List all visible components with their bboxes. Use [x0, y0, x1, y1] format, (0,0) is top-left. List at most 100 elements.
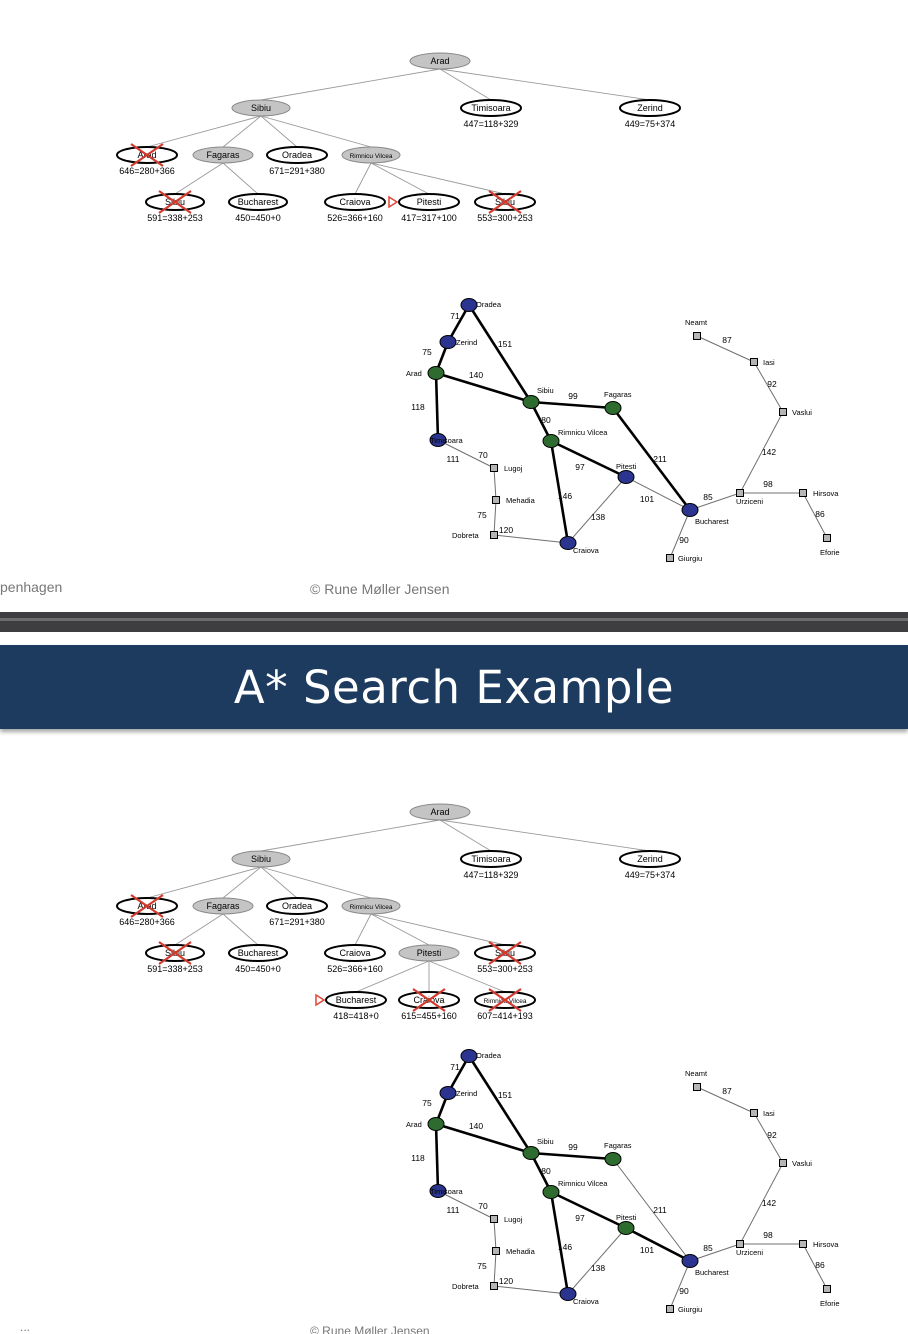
city-dot-icon — [559, 536, 577, 550]
city-name-label: Hirsova — [813, 1240, 839, 1249]
road-cost-label: 70 — [478, 1201, 488, 1211]
tree-node-ellipse — [192, 897, 254, 915]
footer-copyright-2: © Rune Møller Jensen — [310, 1324, 430, 1334]
road — [689, 492, 741, 511]
city-name-label: Vaslui — [792, 1159, 812, 1168]
city-square-icon — [490, 1215, 498, 1223]
city-zerind: Zerind — [439, 335, 477, 349]
city-name-label: Rimnicu Vilcea — [558, 1179, 608, 1188]
road-cost-label: 118 — [411, 402, 425, 412]
road — [434, 1123, 440, 1192]
road-cost-label: 98 — [763, 1230, 773, 1240]
city-giurgiu: Giurgiu — [666, 1305, 702, 1314]
road-cost-label: 138 — [591, 512, 605, 522]
tree-node-label: Craiova — [339, 197, 370, 207]
city-oradea: Oradea — [460, 1049, 502, 1063]
city-mehadia: Mehadia — [492, 496, 536, 505]
tree-node-label: Oradea — [282, 150, 312, 160]
road-cost-label: 71 — [450, 1062, 460, 1072]
tree-node-label: Sibiu — [251, 854, 271, 864]
city-name-label: Timisoara — [430, 1187, 463, 1196]
tree-node-ellipse — [325, 991, 387, 1009]
city-oradea: Oradea — [460, 298, 502, 312]
tree-node-label: Arad — [430, 56, 449, 66]
city-name-label: Urziceni — [736, 497, 763, 506]
tree-node-cost: 591=338+253 — [147, 213, 203, 223]
city-square-icon — [779, 1159, 787, 1167]
tree-node-ellipse — [398, 944, 460, 962]
tree-node-sibiu: Sibiu — [231, 99, 291, 117]
footer-left-2: ... — [20, 1320, 31, 1334]
road-cost-label: 71 — [450, 311, 460, 321]
city-name-label: Sibiu — [537, 386, 554, 395]
road-cost-label: 75 — [422, 347, 432, 357]
road — [493, 1285, 569, 1295]
cross-icon — [488, 190, 522, 214]
road-cost-label: 151 — [498, 339, 512, 349]
cross-icon — [158, 190, 192, 214]
tree-edge — [260, 115, 298, 148]
tree-edge — [222, 913, 259, 946]
city-zerind: Zerind — [439, 1086, 477, 1100]
cross-icon — [412, 988, 446, 1012]
city-name-label: Urziceni — [736, 1248, 763, 1257]
city-name-label: Mehadia — [506, 496, 536, 505]
city-pitesti: Pitesti — [616, 1213, 637, 1235]
tree-node-label: Pitesti — [417, 197, 442, 207]
road — [567, 476, 627, 544]
tree-edge — [146, 866, 262, 899]
city-hirsova: Hirsova — [799, 1240, 839, 1249]
tree-node-ellipse — [341, 146, 401, 164]
city-name-label: Eforie — [820, 548, 840, 557]
tree-edge — [260, 866, 372, 899]
tree-node-label: Timisoara — [471, 103, 510, 113]
road-cost-label: 80 — [541, 1166, 551, 1176]
road-cost-label: 87 — [722, 1086, 732, 1096]
city-name-label: Giurgiu — [678, 1305, 702, 1314]
road — [493, 467, 497, 501]
tree-node-ellipse — [266, 897, 328, 915]
tree-node-label: Oradea — [282, 901, 312, 911]
tree-node-sibiu: Sibiu591=338+253 — [145, 941, 205, 974]
tree-node-cost: 591=338+253 — [147, 964, 203, 974]
road — [437, 1190, 495, 1220]
tree-node-cost: 417=317+100 — [401, 213, 457, 223]
city-arad: Arad — [406, 1117, 445, 1131]
tree-node-ellipse — [231, 850, 291, 868]
city-name-label: Iasi — [763, 1109, 775, 1118]
city-name-label: Eforie — [820, 1299, 840, 1308]
road-cost-label: 146 — [558, 1242, 572, 1252]
city-name-label: Oradea — [476, 300, 502, 309]
tree-node-label: Rimnicu Vilcea — [484, 998, 527, 1005]
tree-node-cost: 553=300+253 — [477, 964, 533, 974]
city-neamt: Neamt — [685, 318, 708, 340]
city-bucharest: Bucharest — [681, 1254, 730, 1277]
road-cost-label: 90 — [679, 1286, 689, 1296]
slide-title: A* Search Example — [233, 661, 675, 714]
city-dot-icon — [604, 401, 622, 415]
road-cost-label: 120 — [499, 525, 513, 535]
road — [435, 1122, 532, 1155]
tree-node-cost: 449=75+374 — [625, 119, 676, 129]
city-name-label: Fagaras — [604, 1141, 632, 1150]
tree-node-cost: 450=450+0 — [235, 213, 281, 223]
tree-edge — [439, 819, 492, 852]
road-cost-label: 101 — [640, 494, 654, 504]
city-square-icon — [736, 1240, 744, 1248]
city-hirsova: Hirsova — [799, 489, 839, 498]
city-square-icon — [666, 554, 674, 562]
tree-node-cost: 450=450+0 — [235, 964, 281, 974]
city-dot-icon — [429, 433, 447, 447]
city-eforie: Eforie — [820, 1285, 840, 1308]
road-cost-label: 120 — [499, 1276, 513, 1286]
road — [802, 492, 828, 539]
city-square-icon — [750, 1109, 758, 1117]
city-name-label: Zerind — [456, 338, 477, 347]
tree-node-ellipse — [409, 803, 471, 821]
city-dot-icon — [439, 335, 457, 349]
city-name-label: Sibiu — [537, 1137, 554, 1146]
tree-edge — [260, 68, 441, 101]
